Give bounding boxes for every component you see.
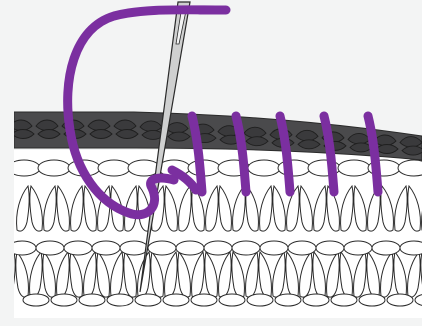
light-chain-bump <box>92 241 120 255</box>
bottom-margin <box>14 318 422 326</box>
light-chain-bump <box>338 160 370 176</box>
light-chain-bump <box>120 241 148 255</box>
light-chain-bump <box>344 241 372 255</box>
light-chain-bump <box>38 160 70 176</box>
light-chain-bump <box>176 241 204 255</box>
light-fabric-panel <box>14 150 422 326</box>
light-chain-bump <box>359 294 385 306</box>
light-chain-bump <box>219 294 245 306</box>
light-chain-bump <box>247 294 273 306</box>
light-chain-bump <box>331 294 357 306</box>
light-chain-bump <box>275 294 301 306</box>
light-chain-bump <box>191 294 217 306</box>
light-chain-bump <box>260 241 288 255</box>
light-chain-bump <box>163 294 189 306</box>
whipstitch-illustration <box>14 0 422 326</box>
light-chain-bump <box>204 241 232 255</box>
light-chain-bump <box>303 294 329 306</box>
light-chain-bump <box>135 294 161 306</box>
light-chain-bump <box>387 294 413 306</box>
light-chain-bump <box>23 294 49 306</box>
light-chain-bump <box>248 160 280 176</box>
light-chain-bump <box>51 294 77 306</box>
light-chain-bump <box>232 241 260 255</box>
light-chain-bump <box>398 160 422 176</box>
illustration-canvas <box>14 0 422 326</box>
light-chain-bump <box>36 241 64 255</box>
light-chain-bump <box>14 160 40 176</box>
light-chain-bump <box>316 241 344 255</box>
light-chain-bump <box>79 294 105 306</box>
light-chain-bump <box>14 241 36 255</box>
light-chain-bump <box>64 241 92 255</box>
light-chain-bump <box>98 160 130 176</box>
light-chain-bump <box>148 241 176 255</box>
light-chain-bump <box>372 241 400 255</box>
light-chain-bump <box>288 241 316 255</box>
light-chain-bump <box>107 294 133 306</box>
light-chain-bump <box>400 241 422 255</box>
